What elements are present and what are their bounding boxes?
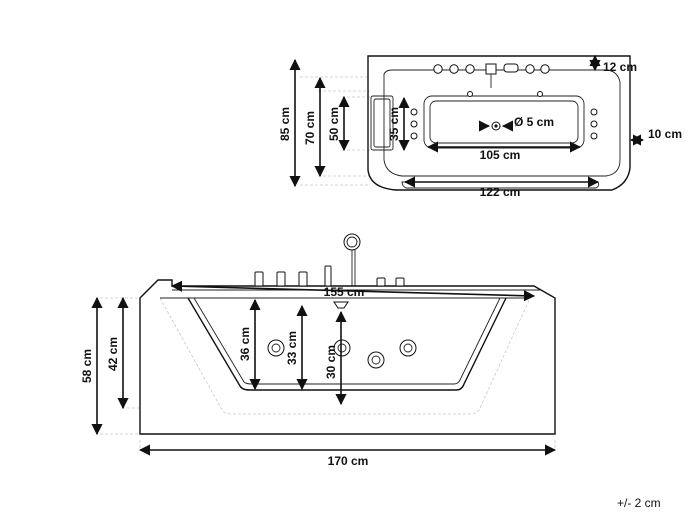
top-rim-fittings [433,63,550,88]
front-rim-fittings [254,265,405,287]
label-122cm: 122 cm [480,185,521,199]
label-35cm: 35 cm [387,107,401,141]
top-tub-inner-rim [383,69,621,177]
label-58cm: 58 cm [80,349,94,383]
top-basin-outline [423,95,585,149]
label-10cm: 10 cm [648,127,682,141]
top-view: 85 cm 70 cm 50 cm 35 cm Ø 5 cm 12 cm 10 … [278,54,682,199]
label-50cm: 50 cm [327,107,341,141]
label-85cm: 85 cm [278,107,292,141]
front-basin-outline [187,297,507,391]
label-155cm: 155 cm [324,285,365,299]
dim-line-155 [170,280,536,302]
label-70cm: 70 cm [303,111,317,145]
label-drain-5cm: Ø 5 cm [514,115,554,129]
tolerance-note: +/- 2 cm [617,496,661,510]
front-inner-skirt [159,297,531,415]
front-view: 155 cm 36 cm 33 cm 30 cm 58 cm 42 cm 170… [80,233,557,468]
label-30cm: 30 cm [324,345,338,379]
label-33cm: 33 cm [285,331,299,365]
front-basin-inner [193,297,501,385]
label-105cm: 105 cm [480,148,521,162]
top-pillow [370,95,394,151]
label-36cm: 36 cm [238,327,252,361]
top-drain [478,120,514,132]
top-basin-inner [429,100,579,144]
front-hand-shower [343,233,361,286]
top-side-jets [410,91,598,140]
label-42cm: 42 cm [106,337,120,371]
top-pillow-inner [373,98,391,148]
top-tub-outline [367,55,631,191]
front-overflow-valve [333,301,349,309]
label-12cm: 12 cm [603,60,637,74]
label-170cm: 170 cm [328,454,369,468]
